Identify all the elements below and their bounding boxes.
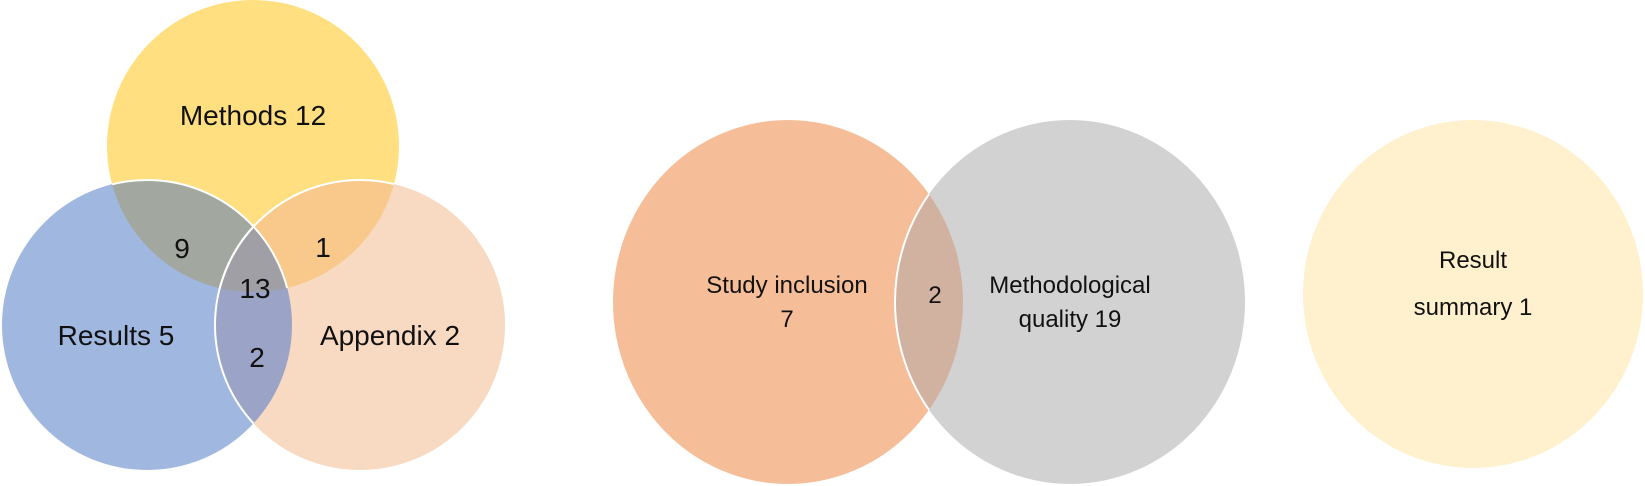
- label-methods-appendix: 1: [315, 232, 331, 263]
- overlap-methods-results: [107, 180, 292, 292]
- results-outline: [107, 179, 293, 292]
- label-study-inclusion-line2: 7: [780, 306, 793, 333]
- label-methods: Methods 12: [180, 100, 326, 131]
- appendix-outline-inner: [214, 180, 292, 470]
- venn-single-set: Result summary 1: [1303, 120, 1643, 468]
- label-methods-results: 9: [174, 233, 190, 264]
- label-inclusion-quality-overlap: 2: [928, 282, 941, 309]
- appendix-outline: [214, 179, 399, 292]
- venn-two-set: Study inclusion 7 Methodological quality…: [613, 120, 1245, 484]
- label-methodological-quality-line2: quality 19: [1019, 306, 1122, 333]
- label-study-inclusion-line1: Study inclusion: [706, 272, 867, 299]
- label-result-summary-line2: summary 1: [1414, 294, 1533, 321]
- label-results-appendix: 2: [249, 342, 265, 373]
- label-all-three: 13: [239, 273, 270, 304]
- set-result-summary-circle: [1303, 120, 1643, 468]
- set-methodological-quality-circle: [895, 120, 1245, 484]
- label-appendix: Appendix 2: [320, 320, 460, 351]
- overlap-methods-appendix: [215, 180, 399, 292]
- label-results: Results 5: [58, 320, 175, 351]
- quality-outline: [894, 120, 963, 484]
- set-study-inclusion-circle: [613, 120, 963, 484]
- label-methodological-quality-line1: Methodological: [989, 272, 1150, 299]
- venn-three-set: Methods 12 Results 5 Appendix 2 9 1 13 2: [2, 0, 505, 470]
- label-result-summary-line1: Result: [1439, 247, 1507, 274]
